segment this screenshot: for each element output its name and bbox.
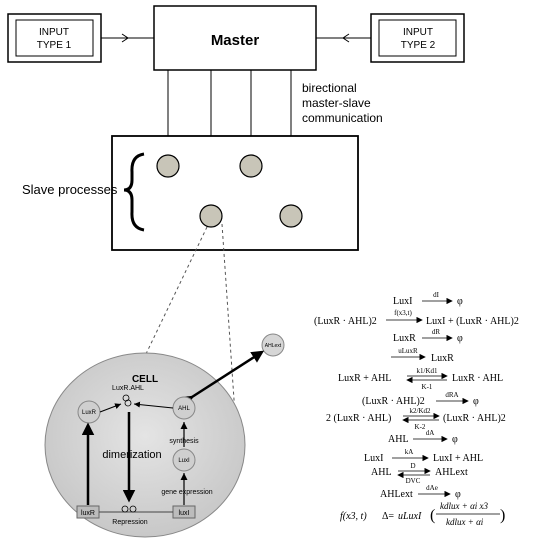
repressor-icon-a [121, 505, 129, 513]
formula-paren-open: ( [430, 507, 435, 524]
input-2-arrowhead [342, 33, 350, 43]
input-type-2-box: INPUT TYPE 2 [370, 13, 465, 63]
comm-label-line3: communication [302, 111, 383, 125]
gene-luxi-label: luxI [179, 510, 190, 517]
eq2-rate: f(x3,t) [394, 309, 412, 317]
eq8-rate: dA [426, 429, 435, 437]
eq9-rhs: LuxI + AHL [433, 453, 483, 464]
eq5-rhs: LuxR · AHL [452, 373, 503, 384]
input-1-arrowhead [121, 33, 129, 43]
gene-luxr-label: luxR [81, 510, 95, 517]
zoom-line-left [95, 226, 208, 459]
cell: CELL AHLext LuxR LuxR.AHL AHL synthesis … [44, 333, 285, 538]
input-type-2-line2: TYPE 2 [401, 40, 436, 51]
repression-label: Repression [112, 519, 148, 526]
eq11-lhs: AHLext [380, 489, 413, 500]
luxi-label: LuxI [178, 458, 190, 464]
ahl-ext-label: AHLext [265, 343, 282, 349]
eq3-rhs: φ [457, 333, 463, 344]
luxr-ahl-label: LuxR.AHL [112, 385, 144, 392]
slave-node-1 [156, 154, 180, 178]
comm-label-line1: birectional [302, 81, 357, 95]
eq11-rhs: φ [455, 489, 461, 500]
eq6-rate: dRA [445, 391, 458, 399]
eq7-rate: k2/Kd2 [410, 407, 432, 415]
eq9-lhs: LuxI [364, 453, 383, 464]
eq1-lhs: LuxI [393, 296, 412, 307]
eq8-lhs: AHL [388, 434, 409, 445]
eq10-lhs: AHL [371, 467, 392, 478]
eq1-rate: dI [433, 291, 440, 299]
input-type-2-line1: INPUT [403, 27, 433, 38]
eq1-rhs: φ [457, 296, 463, 307]
input-type-1-box: INPUT TYPE 1 [7, 13, 102, 63]
master-label: Master [211, 32, 260, 49]
eq4-rhs: LuxR [431, 353, 454, 364]
eq2-lhs: (LuxR · AHL)2 [314, 316, 377, 327]
eq8-rhs: φ [452, 434, 458, 445]
slave-node-2 [239, 154, 263, 178]
eq10-rate-rev: DVC [406, 477, 421, 485]
luxr-label: LuxR [82, 410, 97, 416]
eq6-lhs: (LuxR · AHL)2 [362, 396, 425, 407]
eq5-rate: k1/Kd1 [417, 367, 439, 375]
eq7-rhs: (LuxR · AHL)2 [443, 413, 506, 424]
cell-title: CELL [132, 374, 158, 385]
input-type-1-line1: INPUT [39, 27, 69, 38]
repressor-icon-b [129, 505, 137, 513]
eq11-rate: dAe [426, 484, 438, 492]
promoter-formula: f(x3, t) Δ= uLuxI kdlux + αi x3 kdlux + … [340, 501, 505, 527]
eq5-lhs: LuxR + AHL [338, 373, 391, 384]
eq6-rhs: φ [473, 396, 479, 407]
eq7-rate-rev: K-2 [415, 423, 426, 431]
ahl-to-complex-arrow [133, 401, 174, 409]
eq4-rate: uLuxR [398, 347, 418, 355]
formula-u: uLuxI [398, 511, 422, 522]
ahl-ext-node [261, 333, 285, 357]
eq7-lhs: 2 (LuxR · AHL) [326, 413, 391, 424]
gene-expression-label: gene expression [161, 489, 212, 496]
dimerization-label: dimerization [102, 449, 161, 461]
slave-brace [123, 152, 145, 232]
eq3-lhs: LuxR [393, 333, 416, 344]
ahl-diffusion-arrow [180, 350, 265, 408]
equations: LuxI dI φ (LuxR · AHL)2 f(x3,t) LuxI + (… [314, 291, 519, 527]
slave-node-3 [199, 204, 223, 228]
slave-processes-label: Slave processes [22, 182, 118, 197]
master-box: Master [153, 5, 317, 71]
formula-numerator: kdlux + αi x3 [440, 501, 489, 511]
formula-paren-close: ) [500, 507, 505, 524]
eq10-rate: D [410, 462, 415, 470]
ahl-label: AHL [178, 406, 190, 412]
formula-lhs: f(x3, t) [340, 511, 367, 522]
eq5-rate-rev: K-1 [422, 383, 433, 391]
eq9-rate: kA [405, 448, 414, 456]
luxr-ahl-icon-b [124, 399, 132, 407]
eq10-rhs: AHLext [435, 467, 468, 478]
formula-denominator: kdlux + αi [446, 517, 484, 527]
slave-node-4 [279, 204, 303, 228]
comm-label-line2: master-slave [302, 96, 371, 110]
luxr-to-complex-arrow [99, 403, 122, 413]
eq2-rhs: LuxI + (LuxR · AHL)2 [426, 316, 519, 327]
luxi-node [172, 448, 196, 472]
eq3-rate: dR [432, 328, 441, 336]
input-type-1-line2: TYPE 1 [37, 40, 72, 51]
formula-def: Δ= [382, 511, 394, 522]
slave-box [111, 135, 359, 251]
